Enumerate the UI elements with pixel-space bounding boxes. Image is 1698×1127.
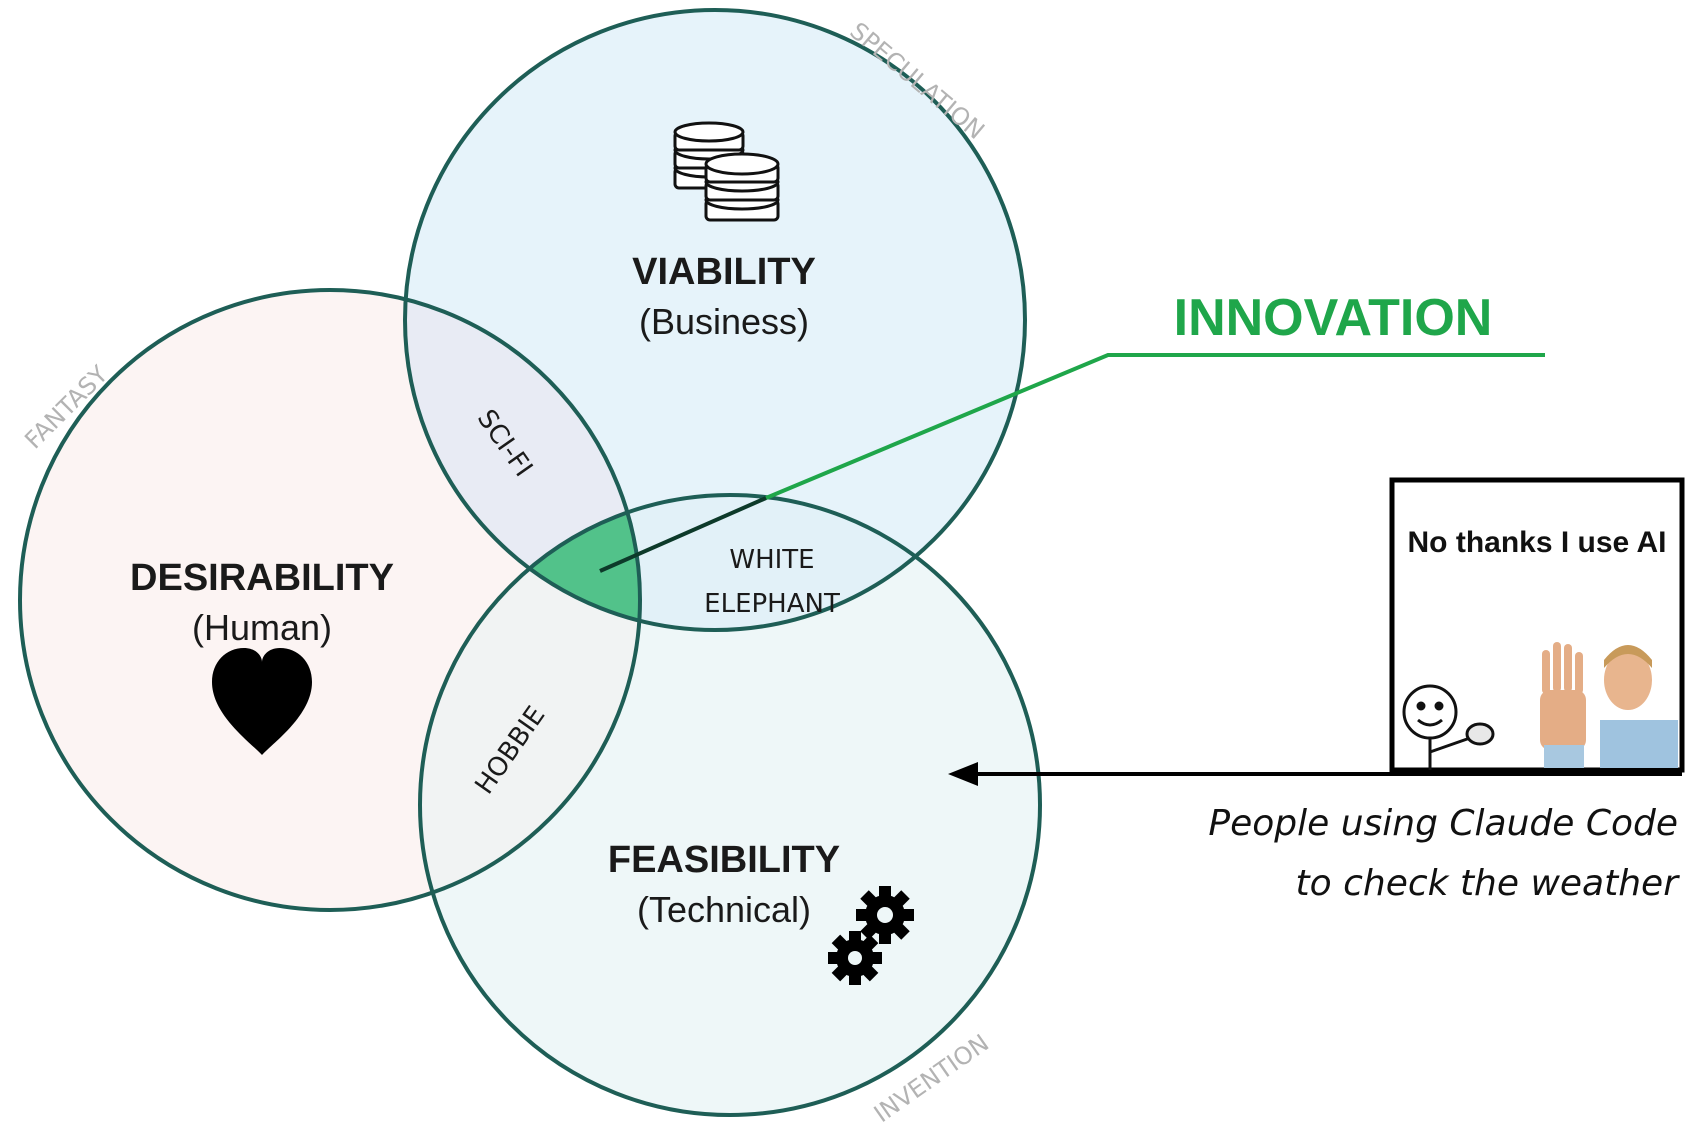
white-elephant-label-line2: ELEPHANT	[704, 589, 840, 619]
white-elephant-label-line1: WHITE	[729, 545, 814, 575]
meme-image: No thanks I use AI	[1389, 477, 1685, 773]
caption-line1: People using Claude Code	[1208, 803, 1678, 844]
innovation-callout	[599, 353, 1545, 573]
desirability-subtitle: (Human)	[192, 607, 332, 648]
viability-outline	[403, 8, 1027, 632]
hobbie-overlap	[420, 495, 640, 910]
feasibility-title: FEASIBILITY	[608, 839, 840, 881]
weather-arrow	[948, 762, 1682, 786]
meme-caption: No thanks I use AI	[1408, 526, 1667, 559]
viability-title: VIABILITY	[632, 251, 816, 293]
desirability-outline	[18, 288, 642, 912]
viability-subtitle: (Business)	[639, 301, 809, 342]
meme-person	[1540, 642, 1678, 768]
feasibility-subtitle: (Technical)	[637, 889, 811, 930]
coins-icon	[673, 121, 780, 222]
gears-icon	[828, 886, 914, 985]
heart-icon	[212, 648, 312, 755]
feasibility-outline	[418, 493, 1042, 1117]
caption-line2: to check the weather	[1296, 863, 1681, 904]
desirability-title: DESIRABILITY	[130, 557, 394, 599]
scifi-overlap	[405, 290, 640, 630]
meme-stick-figure	[1402, 684, 1495, 770]
innovation-label: INNOVATION	[1174, 289, 1493, 347]
